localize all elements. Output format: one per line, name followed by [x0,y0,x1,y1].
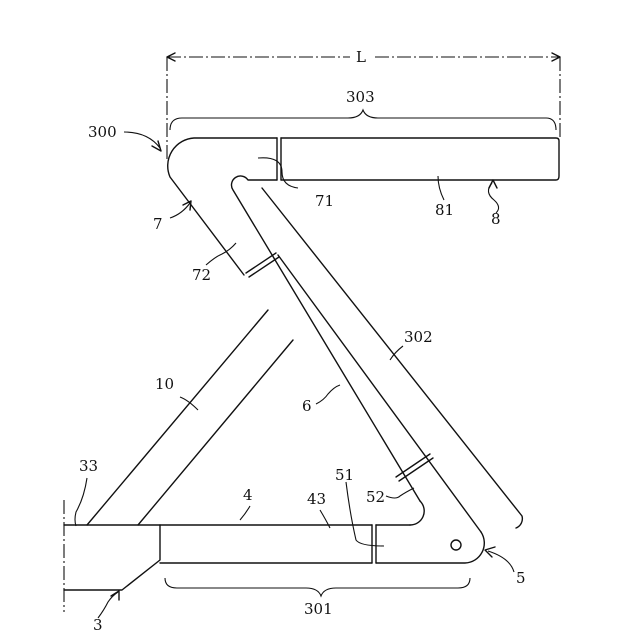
label-4: 4 [243,486,253,504]
label-300: 300 [88,123,117,141]
label-8: 8 [491,210,501,228]
label-71: 71 [315,192,334,210]
brace-303 [170,110,556,130]
label-72: 72 [192,266,211,284]
strut-10 [87,310,293,525]
label-302: 302 [404,328,433,346]
label-10: 10 [155,375,174,393]
base-member [64,500,372,612]
outer-tube-302 [262,188,522,528]
dimension-l [167,53,560,160]
top-tube [277,138,559,180]
label-51: 51 [335,466,354,484]
lower-tube [160,501,484,563]
label-l: L [356,48,366,66]
brace-301 [165,578,470,596]
label-7: 7 [153,215,163,233]
label-33: 33 [79,457,98,475]
label-303: 303 [346,88,375,106]
label-6: 6 [302,397,312,415]
label-301: 301 [304,600,333,618]
label-81: 81 [435,201,454,219]
label-3: 3 [93,616,103,634]
label-43: 43 [307,490,326,508]
label-52: 52 [366,488,385,506]
label-5: 5 [516,569,526,587]
